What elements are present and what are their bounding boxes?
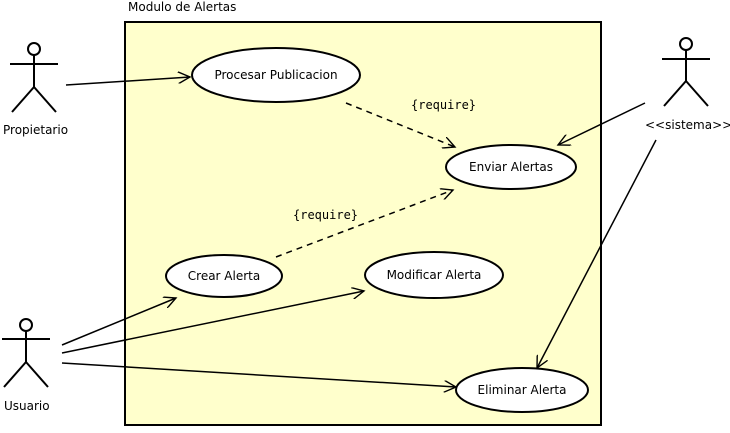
use-case-eliminar-alerta-label: Eliminar Alerta <box>478 383 567 397</box>
use-case-enviar-alertas: Enviar Alertas <box>445 144 577 190</box>
association-usuario-crear <box>61 298 176 346</box>
association-propietario-procesar <box>65 77 190 86</box>
use-case-enviar-alertas-label: Enviar Alertas <box>469 160 553 174</box>
use-case-procesar-publicacion-label: Procesar Publicacion <box>214 68 337 82</box>
dependency-label-2: {require} <box>293 208 358 222</box>
actor-propietario-label: Propietario <box>3 123 68 137</box>
use-case-procesar-publicacion: Procesar Publicacion <box>191 47 361 103</box>
association-usuario-eliminar <box>61 362 456 387</box>
actor-sistema: <<sistema>> <box>645 37 730 132</box>
association-sistema-eliminar <box>537 139 657 368</box>
actor-propietario: Propietario <box>3 42 68 137</box>
use-case-crear-alerta-label: Crear Alerta <box>188 269 260 283</box>
use-case-crear-alerta: Crear Alerta <box>165 254 283 298</box>
association-usuario-modificar <box>61 291 364 354</box>
dependency-crear-enviar <box>275 190 453 258</box>
use-case-eliminar-alerta: Eliminar Alerta <box>455 367 589 413</box>
use-case-modificar-alerta-label: Modificar Alerta <box>387 268 482 282</box>
association-sistema-enviar <box>558 102 646 145</box>
dependency-label-1: {require} <box>411 98 476 112</box>
actor-sistema-label: <<sistema>> <box>645 118 730 132</box>
use-case-modificar-alerta: Modificar Alerta <box>364 251 504 299</box>
system-boundary: Modulo de Alertas <box>124 0 602 426</box>
actor-usuario-label: Usuario <box>4 399 50 413</box>
actor-usuario: Usuario <box>2 318 50 413</box>
dependency-procesar-enviar <box>345 102 455 147</box>
system-title: Modulo de Alertas <box>128 0 236 14</box>
